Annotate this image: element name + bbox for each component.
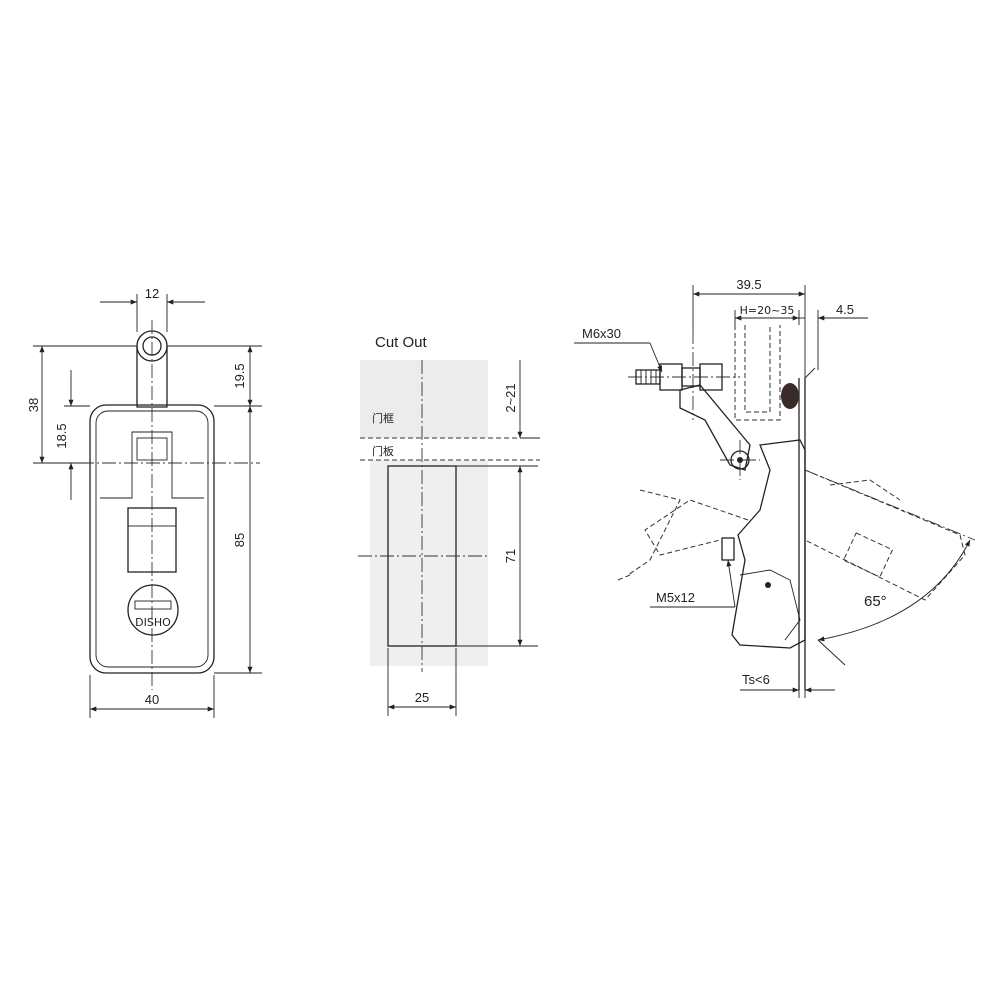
dim-39-5: 39.5 xyxy=(736,277,761,292)
frame-outline-inner xyxy=(744,325,771,413)
dim-38: 38 xyxy=(26,398,41,412)
m5-screw xyxy=(721,537,735,561)
label-door-panel: 门板 xyxy=(372,444,394,458)
door-frame-area xyxy=(360,360,488,438)
key-lock xyxy=(127,584,179,636)
key-slot xyxy=(134,600,172,610)
body-dot xyxy=(765,582,771,588)
open-position-bolt xyxy=(627,489,681,576)
lock-stamp: DISHO xyxy=(135,616,171,629)
latch-trigger-curve xyxy=(739,569,801,641)
dim-40: 40 xyxy=(145,692,159,707)
label-m6x30: M6x30 xyxy=(582,326,621,341)
gasket xyxy=(781,383,799,409)
pivot-center xyxy=(737,457,743,463)
open-position-key xyxy=(842,532,894,578)
dim-19-5: 19.5 xyxy=(232,363,247,388)
dim-12: 12 xyxy=(145,286,159,301)
label-angle: 65° xyxy=(864,593,887,610)
open-angle-line xyxy=(804,469,976,541)
dim-2-21: 2~21 xyxy=(503,383,518,412)
cutout-title: Cut Out xyxy=(375,334,428,351)
angle-arc xyxy=(817,539,971,642)
label-door-frame: 门框 xyxy=(372,411,394,425)
label-m5x12: M5x12 xyxy=(656,590,695,605)
dim-85: 85 xyxy=(232,533,247,547)
door-panel-area xyxy=(370,460,488,666)
dim-71: 71 xyxy=(503,549,518,563)
side-view: 39.5 H=20~35 4.5 M6x30 M5x12 Ts<6 65° xyxy=(574,277,976,698)
mounting-tab xyxy=(136,346,168,408)
arm-linkage xyxy=(679,384,751,471)
dim-25: 25 xyxy=(415,690,429,705)
front-view: DISHO 12 38 18.5 19.5 85 40 xyxy=(26,286,262,718)
label-ts: Ts<6 xyxy=(742,672,770,687)
dim-18-5: 18.5 xyxy=(54,423,69,448)
frame-outline xyxy=(734,325,781,421)
latch-side-body xyxy=(731,439,806,649)
cutout-view: Cut Out 门框 门板 2~21 71 25 xyxy=(358,334,540,716)
open-position-detail xyxy=(829,479,901,501)
open-position-arm xyxy=(644,499,749,556)
angle-leader xyxy=(817,639,846,666)
dim-h-range: H=20~35 xyxy=(740,304,795,317)
dim-4-5: 4.5 xyxy=(836,302,854,317)
